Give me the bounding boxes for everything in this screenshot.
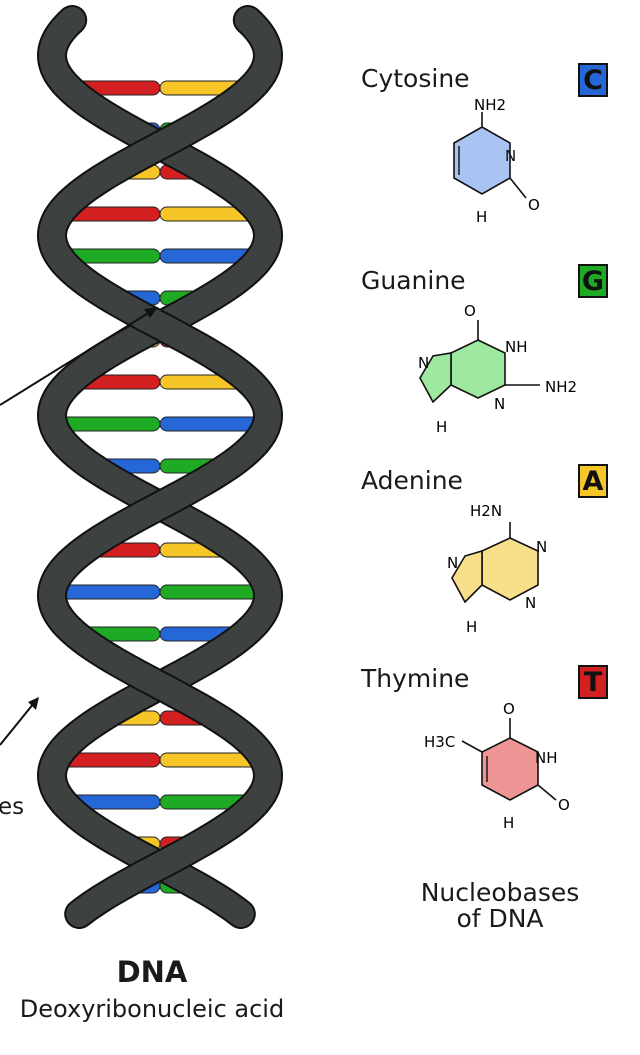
guanine-n7: N bbox=[418, 354, 429, 372]
adenine-n1: N bbox=[536, 538, 547, 556]
cytosine-n3: N bbox=[505, 147, 516, 165]
thymine-o2: O bbox=[558, 796, 570, 814]
cytosine-badge: C bbox=[578, 63, 608, 97]
cytosine-amine: NH2 bbox=[474, 96, 506, 114]
pointer-arrow-backbone bbox=[0, 702, 35, 746]
cytosine-label: Cytosine bbox=[361, 64, 470, 93]
guanine-nh1: NH bbox=[505, 338, 528, 356]
guanine-n3: N bbox=[494, 395, 505, 413]
dna-double-helix bbox=[0, 5, 284, 929]
thymine-badge: T bbox=[578, 665, 608, 699]
backbone-strand-2 bbox=[38, 7, 282, 927]
cytosine-oxygen: O bbox=[528, 196, 540, 214]
backbone-strands bbox=[36, 5, 284, 929]
arrowhead-backbone bbox=[28, 697, 39, 710]
guanine-structure: O NH NH2 N N H bbox=[418, 302, 577, 436]
adenine-n7: N bbox=[447, 554, 458, 572]
thymine-methyl: H3C bbox=[424, 733, 455, 751]
nucleobases-caption: Nucleobases of DNA bbox=[410, 880, 590, 932]
guanine-n9-h: H bbox=[436, 418, 447, 436]
guanine-six-ring bbox=[450, 339, 506, 399]
pointer-arrows bbox=[0, 307, 158, 746]
guanine-amine: NH2 bbox=[545, 378, 577, 396]
thymine-nh3: NH bbox=[535, 749, 558, 767]
pointer-arrow-base-pair bbox=[0, 311, 151, 406]
adenine-structure: H2N N N N H bbox=[447, 502, 547, 636]
guanine-badge: G bbox=[578, 264, 608, 298]
thymine-structure: O H3C NH O H bbox=[424, 700, 570, 832]
thymine-label: Thymine bbox=[361, 664, 470, 693]
dna-subtitle: Deoxyribonucleic acid bbox=[19, 995, 285, 1023]
thymine-o4: O bbox=[503, 700, 515, 718]
cytosine-n1-h: H bbox=[476, 208, 487, 226]
backbone-strand-1 bbox=[38, 7, 282, 927]
thymine-ring bbox=[481, 737, 539, 801]
arrowhead-base-pair bbox=[144, 307, 158, 318]
adenine-amine: H2N bbox=[470, 502, 502, 520]
guanine-oxygen: O bbox=[464, 302, 476, 320]
adenine-n9-h: H bbox=[466, 618, 477, 636]
thymine-n1-h: H bbox=[503, 814, 514, 832]
adenine-six-ring bbox=[481, 537, 539, 601]
adenine-badge: A bbox=[578, 464, 608, 498]
nucleobases-caption-line2: of DNA bbox=[456, 904, 544, 933]
adenine-five-ring bbox=[451, 549, 483, 604]
adenine-label: Adenine bbox=[361, 466, 463, 495]
cytosine-structure: NH2 N O H bbox=[453, 96, 540, 226]
cut-off-label-fragment: es bbox=[0, 794, 25, 820]
nucleobases-caption-line1: Nucleobases bbox=[420, 878, 580, 907]
adenine-n3: N bbox=[525, 594, 536, 612]
cytosine-ring bbox=[453, 126, 511, 195]
guanine-label: Guanine bbox=[361, 266, 466, 295]
dna-title: DNA bbox=[116, 955, 188, 989]
guanine-five-ring bbox=[419, 352, 452, 404]
